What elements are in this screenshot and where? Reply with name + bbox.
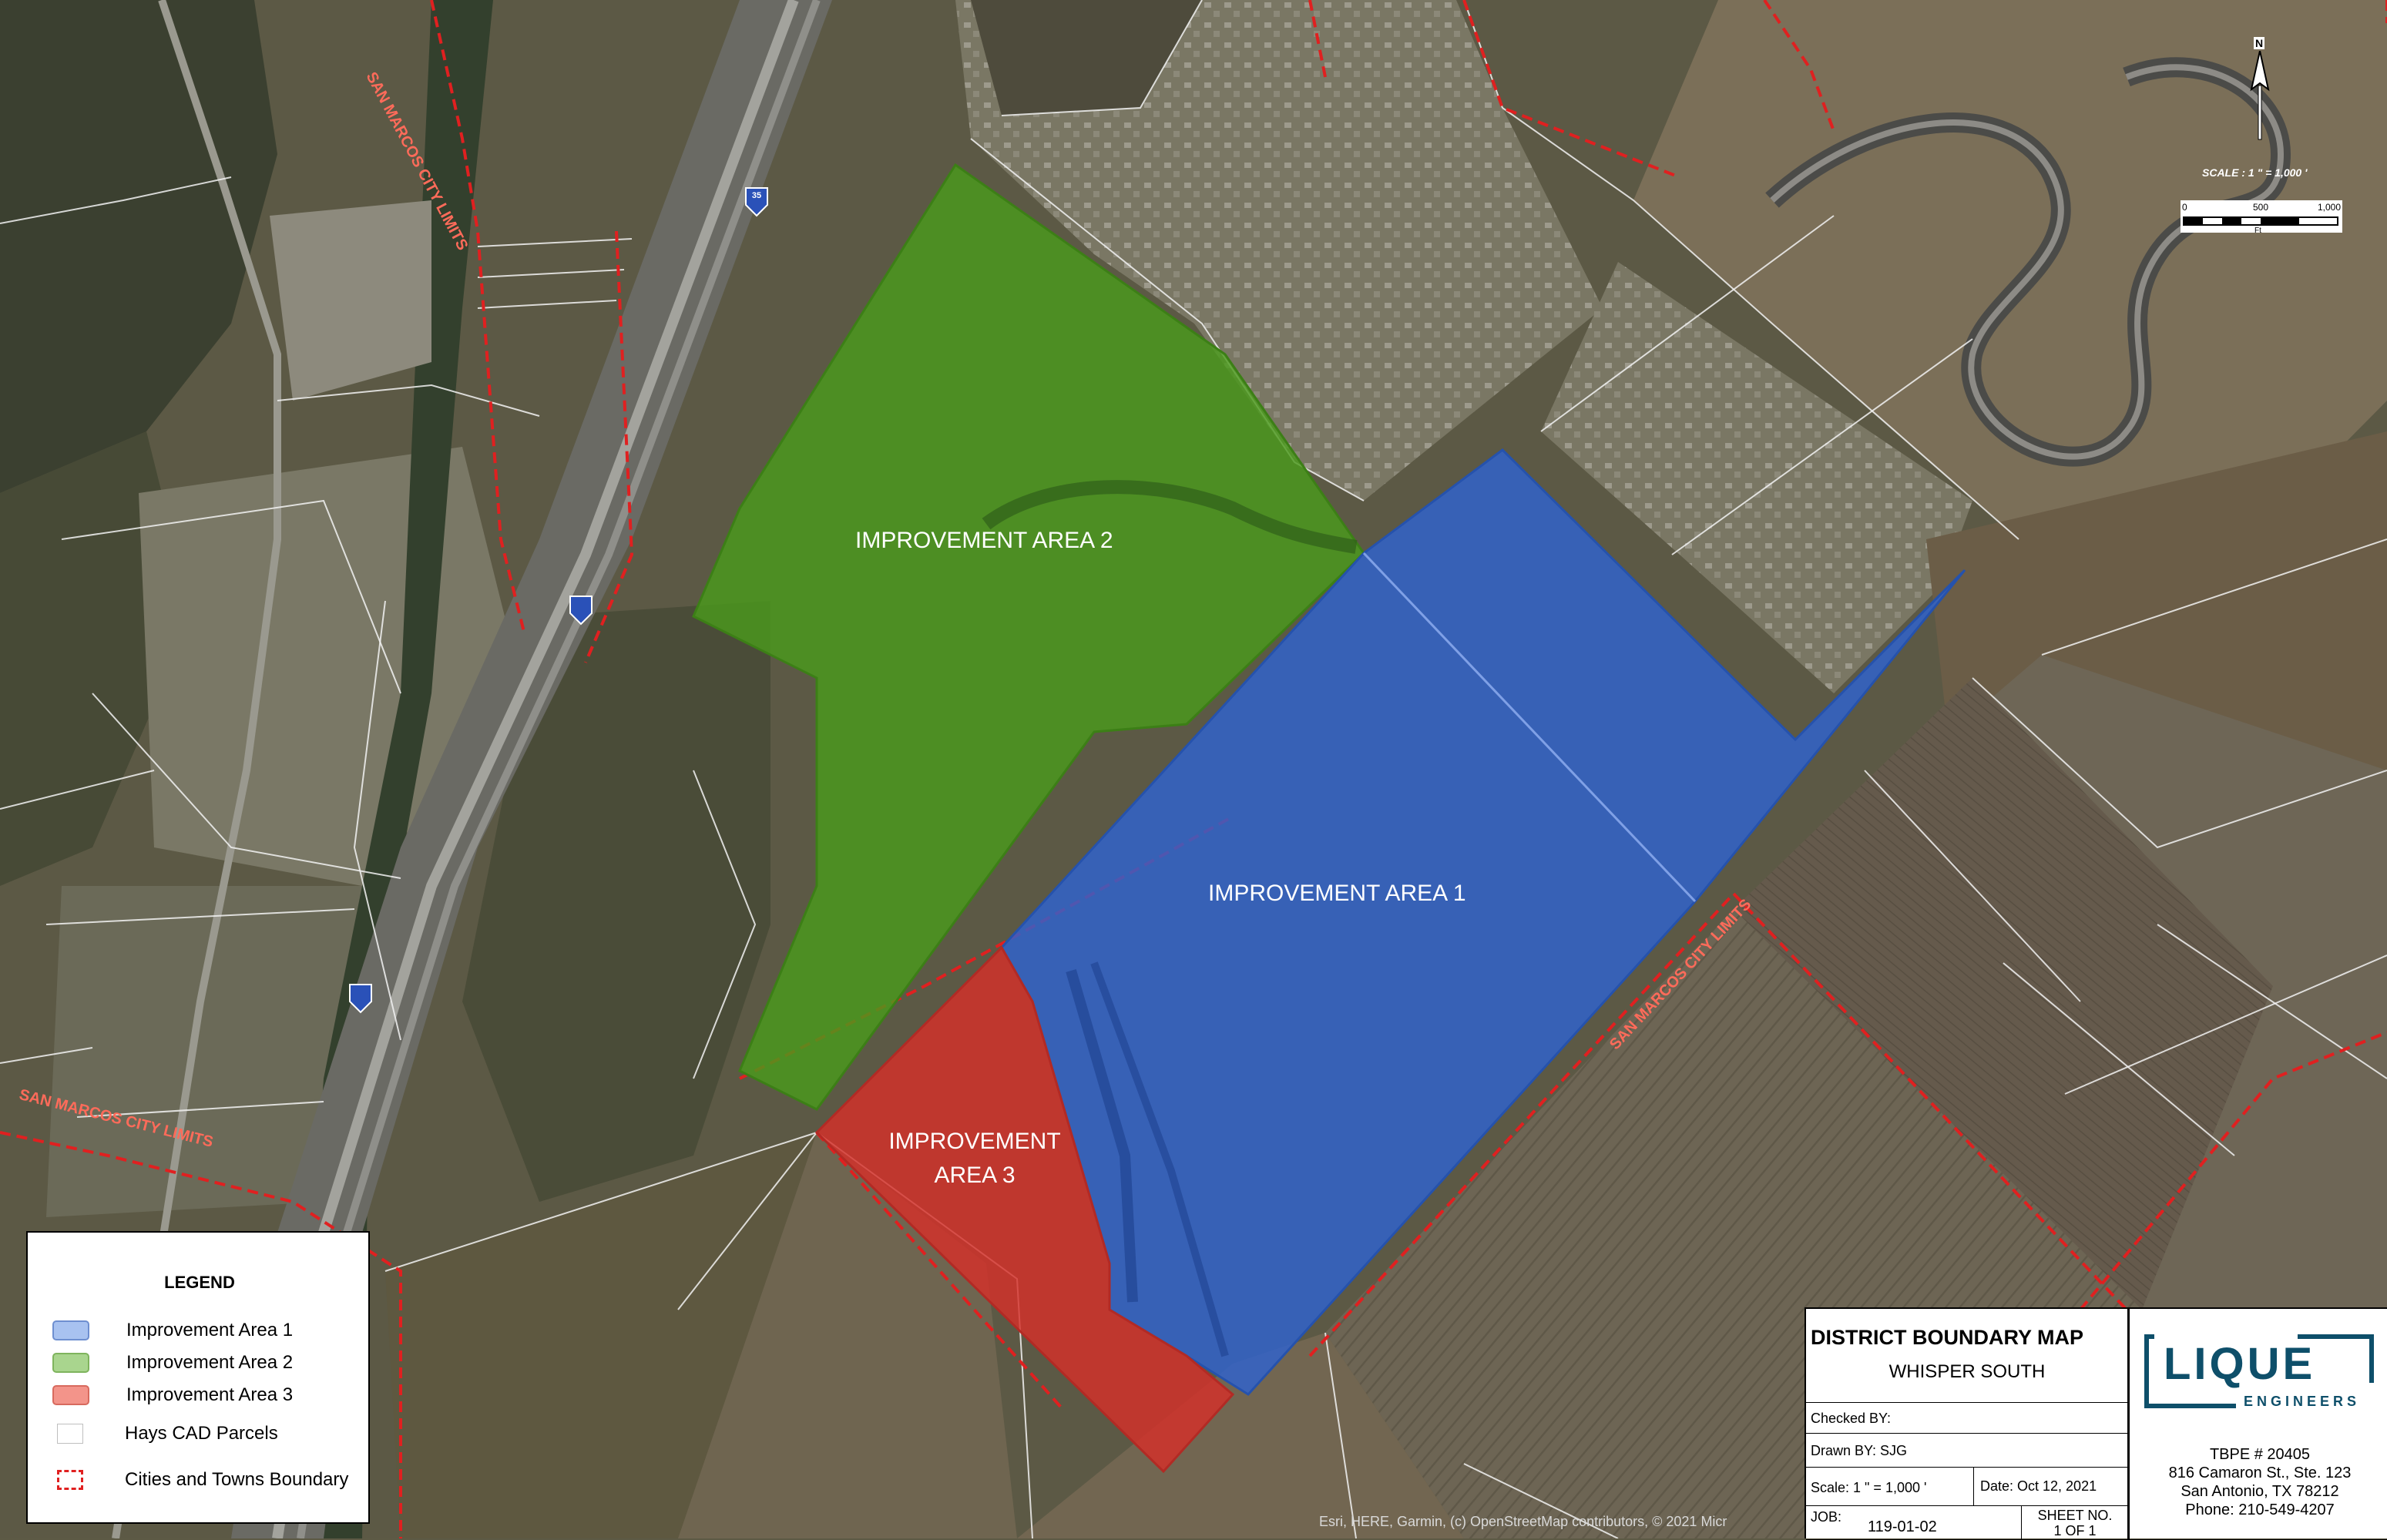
legend-swatch-area-1 (52, 1320, 89, 1340)
company-logo-text: LIQUE (2164, 1339, 2316, 1389)
map-legend: LEGEND Improvement Area 1 Improvement Ar… (26, 1231, 370, 1524)
scale-unit: Ft (2254, 226, 2261, 235)
legend-swatch-area-2 (52, 1353, 89, 1373)
improvement-area-2-polygon[interactable] (692, 163, 1365, 1111)
job-value: 119-01-02 (1868, 1518, 1937, 1535)
north-arrow-icon (2250, 51, 2270, 140)
map-subtitle: WHISPER SOUTH (1888, 1361, 2046, 1382)
scale-bar-title: SCALE : 1 " = 1,000 ' (2202, 166, 2308, 179)
legend-swatch-parcels (57, 1424, 83, 1444)
drawn-by: Drawn BY: SJG (1811, 1443, 1908, 1458)
legend-item-boundary: Cities and Towns Boundary (52, 1468, 348, 1491)
area-3-label-line-1: IMPROVEMENT (888, 1129, 1061, 1154)
legend-item-area-3: Improvement Area 3 (52, 1384, 293, 1407)
company-logo-sub: ENGINEERS (2244, 1394, 2361, 1409)
scale-bar-graphic (2183, 216, 2338, 226)
scale-bar: SCALE : 1 " = 1,000 ' 0 500 1,000 Ft (2181, 165, 2342, 235)
address-line-1: 816 Camaron St., Ste. 123 (2168, 1465, 2352, 1481)
north-label: N (2254, 37, 2265, 49)
area-2-label-line: IMPROVEMENT AREA 2 (855, 528, 1113, 553)
phone-number: Phone: 210-549-4207 (2185, 1501, 2335, 1518)
legend-label: Hays CAD Parcels (125, 1423, 278, 1444)
legend-label: Improvement Area 3 (126, 1384, 294, 1405)
sheet-cell: SHEET NO. 1 OF 1 (2022, 1506, 2128, 1540)
company-logo: LIQUE ENGINEERS (2144, 1329, 2378, 1414)
date-cell: Date: Oct 12, 2021 (1974, 1468, 2128, 1506)
sheet-label: SHEET NO. (2037, 1508, 2113, 1523)
highway-shield-label: 35 (751, 191, 762, 200)
scale-tick-0: 0 (2182, 202, 2187, 213)
legend-label: Cities and Towns Boundary (125, 1469, 349, 1490)
legend-swatch-boundary (57, 1470, 83, 1490)
improvement-area-3-label: IMPROVEMENT AREA 3 (878, 1125, 1071, 1193)
tbpe-number: TBPE # 20405 (2209, 1446, 2311, 1463)
area-1-label-line: IMPROVEMENT AREA 1 (1208, 881, 1466, 906)
improvement-area-1-label: IMPROVEMENT AREA 1 (1208, 877, 1466, 911)
area-3-label-line-2: AREA 3 (934, 1163, 1016, 1188)
sheet-value: 1 OF 1 (2053, 1523, 2097, 1538)
legend-label: Improvement Area 2 (126, 1352, 294, 1373)
legend-item-parcels: Hays CAD Parcels (52, 1422, 278, 1445)
improvement-area-2-label: IMPROVEMENT AREA 2 (855, 524, 1113, 558)
map-title: DISTRICT BOUNDARY MAP (1811, 1326, 2084, 1349)
scale-tick-500: 500 (2253, 202, 2269, 213)
scale-value: Scale: 1 " = 1,000 ' (1811, 1480, 1927, 1495)
improvement-area-3-polygon[interactable] (814, 945, 1235, 1474)
scale-cell: Scale: 1 " = 1,000 ' (1806, 1468, 1974, 1506)
legend-label: Improvement Area 1 (126, 1320, 294, 1340)
title-cell: DISTRICT BOUNDARY MAP WHISPER SOUTH (1806, 1309, 2128, 1403)
checked-by: Checked BY: (1811, 1411, 1892, 1426)
north-arrow: N (2241, 34, 2279, 142)
legend-item-area-1: Improvement Area 1 (52, 1319, 293, 1342)
job-label: JOB: (1811, 1509, 1842, 1525)
legend-title: LEGEND (164, 1273, 235, 1292)
title-block: DISTRICT BOUNDARY MAP WHISPER SOUTH Chec… (1805, 1307, 2387, 1540)
legend-swatch-area-3 (52, 1385, 89, 1405)
logo-bracket-icon (2144, 1334, 2374, 1408)
job-cell: JOB: 119-01-02 (1806, 1506, 2022, 1540)
interstate-35-shield (349, 187, 768, 1014)
legend-item-area-2: Improvement Area 2 (52, 1351, 293, 1374)
map-attribution: Esri, HERE, Garmin, (c) OpenStreetMap co… (1319, 1514, 1727, 1529)
scale-tick-1000: 1,000 (2318, 202, 2342, 213)
address-line-2: San Antonio, TX 78212 (2181, 1483, 2339, 1500)
date-value: Date: Oct 12, 2021 (1980, 1478, 2097, 1494)
checked-by-cell: Checked BY: (1806, 1403, 2128, 1434)
company-cell: LIQUE ENGINEERS TBPE # 20405 816 Camaron… (2128, 1309, 2387, 1540)
improvement-area-1-polygon[interactable] (1000, 448, 1966, 1396)
drawn-by-cell: Drawn BY: SJG (1806, 1434, 2128, 1468)
